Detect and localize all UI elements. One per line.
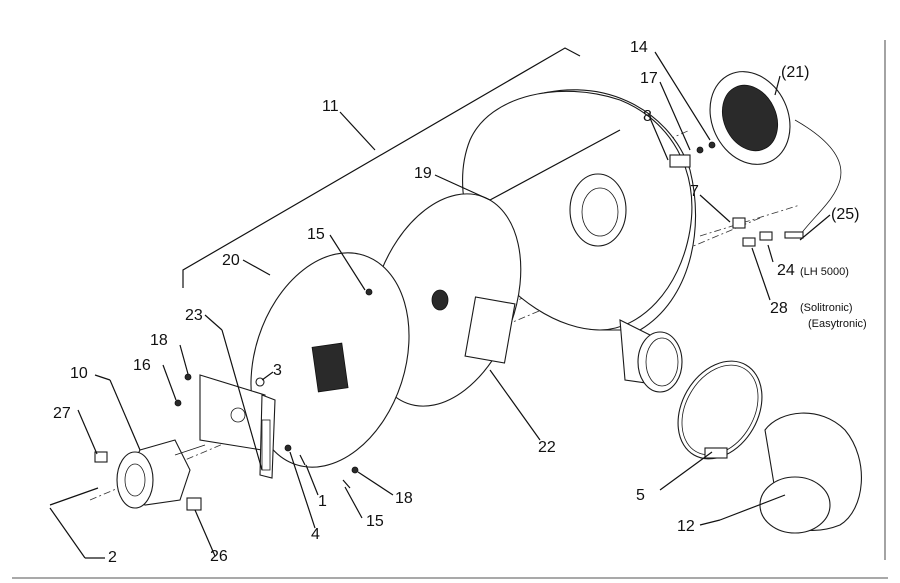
label-27: 27 [53, 405, 71, 422]
axis-bracket-7 [699, 204, 801, 237]
label-14: 14 [630, 39, 648, 56]
hose-clamp [677, 360, 763, 460]
label-12: 12 [677, 518, 695, 535]
group-bracket-11 [182, 47, 581, 288]
label-8: 8 [643, 108, 652, 125]
side-plate [250, 252, 410, 468]
label-10: 10 [70, 365, 88, 382]
label-18-top: 18 [150, 332, 168, 349]
bracket-plate [199, 374, 276, 479]
label-28-note-2: (Easytronic) [808, 318, 867, 330]
label-5: 5 [636, 487, 645, 504]
label-1: 1 [318, 493, 327, 510]
label-2: 2 [108, 549, 117, 566]
label-24-note: (LH 5000) [800, 266, 849, 278]
label-4: 4 [311, 526, 320, 543]
label-23: 23 [185, 307, 203, 324]
label-3: 3 [273, 362, 282, 379]
label-28: 28 [770, 300, 788, 317]
label-11: 11 [322, 98, 339, 115]
leader-11 [339, 111, 376, 151]
label-15-bottom: 15 [366, 513, 384, 530]
leader-lines [49, 51, 831, 559]
inlet-grille [709, 71, 842, 239]
small-parts [49, 141, 773, 511]
label-19: 19 [414, 165, 432, 182]
label-21: (21) [781, 64, 809, 81]
label-15-top: 15 [307, 226, 325, 243]
hose [759, 412, 862, 534]
label-16: 16 [133, 357, 151, 374]
label-26: 26 [210, 548, 228, 565]
axis-bracket-14 [639, 129, 691, 153]
label-17: 17 [640, 70, 658, 87]
label-20: 20 [222, 252, 240, 269]
label-28-note-1: (Solitronic) [800, 302, 853, 314]
label-7: 7 [690, 183, 699, 200]
motor [116, 439, 206, 509]
label-24: 24 [777, 262, 795, 279]
label-18-bottom: 18 [395, 490, 413, 507]
label-22: 22 [538, 439, 556, 456]
label-25: (25) [831, 206, 859, 223]
